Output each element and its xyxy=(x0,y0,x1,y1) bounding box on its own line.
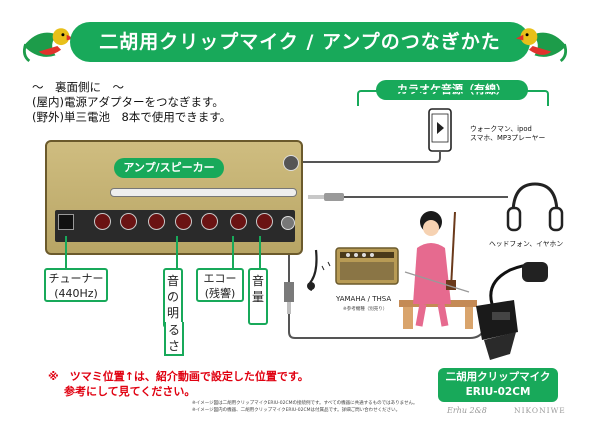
erhu-player-illustration xyxy=(399,211,477,329)
knob-mid[interactable] xyxy=(201,213,218,230)
smartphone-icon xyxy=(428,108,452,152)
bird-icon-right xyxy=(515,28,568,63)
yamaha-subcaption: ※参考機種（別売り） xyxy=(343,307,388,312)
headphones-caption: ヘッドフォン、イヤホン xyxy=(489,240,564,248)
yamaha-caption: YAMAHA / THSA xyxy=(336,295,392,303)
back-side-indoor: (屋内)電源アダプターをつなぎます。 xyxy=(32,95,224,109)
brightness-char: 明 xyxy=(166,306,179,320)
knob-treble[interactable] xyxy=(175,213,192,230)
signature-left: Erhu 2&8 xyxy=(447,406,487,415)
amp-speaker-label: アンプ/スピーカー xyxy=(114,158,224,178)
knob-gain[interactable] xyxy=(94,213,111,230)
tuner-label-line1: チューナー xyxy=(48,272,104,285)
back-side-outdoor: (野外)単三電池 8本で使用できます。 xyxy=(32,110,232,124)
brightness-char: さ xyxy=(167,339,180,353)
erhu-mic-name: 二胡用クリップマイク xyxy=(445,371,551,383)
erhu-mic-model: ERIU-02CM xyxy=(465,386,531,398)
erhu-mic-label: 二胡用クリップマイク ERIU-02CM xyxy=(438,368,558,402)
brightness-char: の xyxy=(166,290,179,304)
echo-label: エコー (残響) xyxy=(196,268,244,302)
clip-mic-icon xyxy=(476,262,548,360)
tuner-label-line2: (440Hz) xyxy=(54,287,98,300)
amp-handle-slot xyxy=(110,188,297,197)
note-line1: ※ ツマミ位置↑は、紹介動画で設定した位置です。 xyxy=(48,370,309,383)
knob-volume[interactable] xyxy=(256,213,273,230)
karaoke-bracket xyxy=(357,90,549,106)
knob-position-note: ※ ツマミ位置↑は、紹介動画で設定した位置です。 参考にして見てください。 xyxy=(48,369,309,399)
volume-char: 音 xyxy=(251,274,264,288)
brightness-label: 音 の 明 xyxy=(163,268,183,328)
yamaha-amp-image xyxy=(307,247,399,292)
tuner-label: チューナー (440Hz) xyxy=(44,268,108,302)
page-title: 二胡用クリップマイク / アンプのつなぎかた xyxy=(70,22,530,62)
brightness-char: る xyxy=(167,323,180,337)
fine-print-line2: ※イメージ図内の機器、二胡用クリップマイクERIU-02CMは付属品です。詳細ご… xyxy=(192,408,401,413)
phone-caption: ウォークマン、ipod スマホ、MP3プレーヤー xyxy=(470,125,545,143)
signature-right: NIKONIWE xyxy=(514,406,566,415)
echo-label-line2: (残響) xyxy=(204,287,236,300)
tuner-display xyxy=(58,214,74,230)
echo-label-line1: エコー xyxy=(203,272,237,285)
fine-print: ※イメージ図は二胡用クリップマイクERIU-02CMの接続例です。すべての機器に… xyxy=(192,400,417,414)
knob-echo[interactable] xyxy=(230,213,247,230)
brightness-char: 音 xyxy=(166,274,179,288)
fine-print-line1: ※イメージ図は二胡用クリップマイクERIU-02CMの接続例です。すべての機器に… xyxy=(192,401,418,406)
bird-icon-left xyxy=(22,28,75,63)
back-side-heading: ～ 裏面側に ～ xyxy=(32,80,124,94)
phone-caption-line2: スマホ、MP3プレーヤー xyxy=(470,134,546,142)
volume-label: 音 量 xyxy=(248,268,268,325)
volume-char: 量 xyxy=(251,290,264,304)
brightness-label-tail: る さ xyxy=(164,322,184,356)
aux-jack xyxy=(283,155,299,171)
back-side-note: ～ 裏面側に ～ (屋内)電源アダプターをつなぎます。 (野外)単三電池 8本で… xyxy=(32,80,231,125)
headphones-icon xyxy=(506,182,564,232)
input-jack xyxy=(281,216,295,230)
note-line2: 参考にして見てください。 xyxy=(64,385,196,398)
phone-caption-line1: ウォークマン、ipod xyxy=(470,125,532,133)
knob-bass[interactable] xyxy=(148,213,165,230)
knob-brightness[interactable] xyxy=(120,213,137,230)
